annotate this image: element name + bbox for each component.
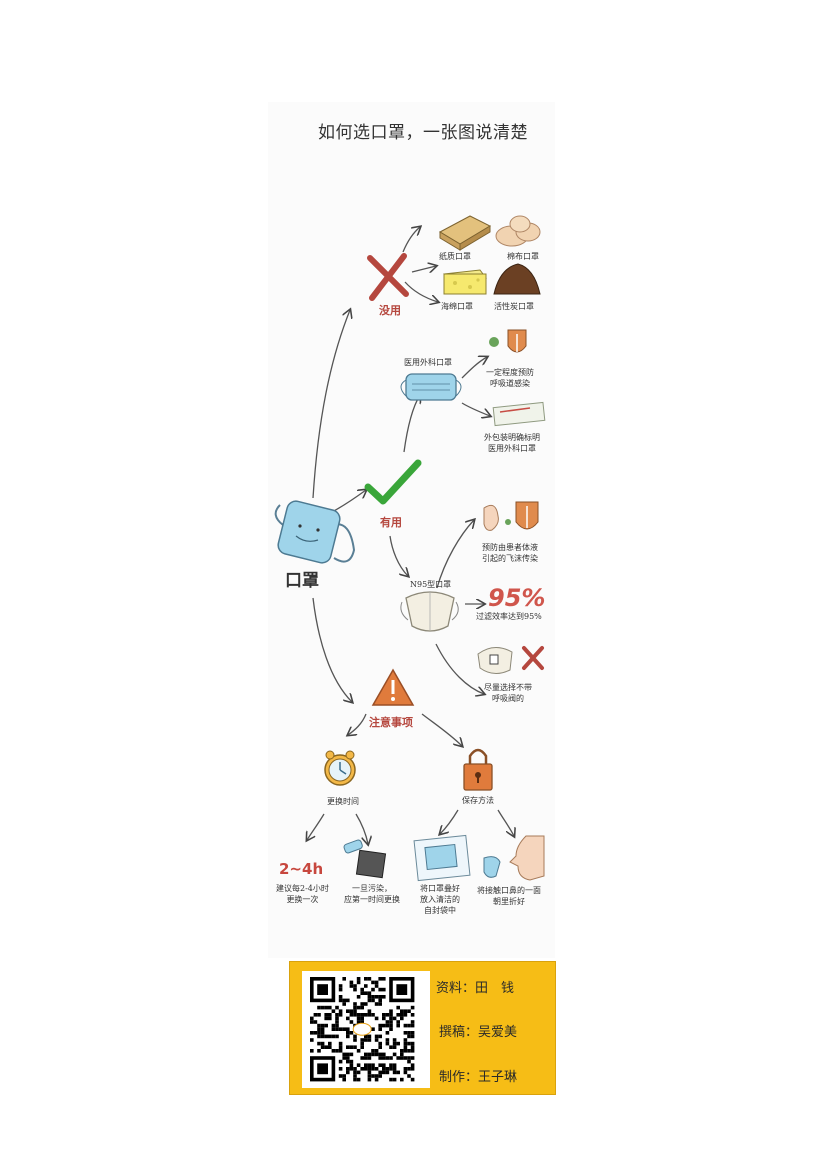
folded-mask-icon <box>483 856 501 878</box>
warning-icon <box>371 668 415 706</box>
medical-mask-label: 医用外科口罩 <box>404 358 452 367</box>
hours-text: 2~4h <box>279 860 324 878</box>
n95-note: 预防由患者体液 引起的飞沫传染 <box>482 543 538 563</box>
cotton-mask-icon <box>495 215 541 247</box>
sponge-mask-icon <box>443 269 487 295</box>
n95-note: 尽量选择不带 呼吸阀的 <box>484 683 532 703</box>
credit-producer: 制作：王子琳 <box>439 1070 518 1085</box>
credit-source: 资料：田 钱 <box>436 981 515 996</box>
paper-mask-icon <box>438 215 492 251</box>
face-shield-icon <box>483 501 539 531</box>
useless-item: 海绵口罩 <box>441 302 473 311</box>
useless-item: 棉布口罩 <box>507 252 539 261</box>
no-valve-cross-icon <box>522 646 544 670</box>
replace-note: 建议每2-4小时 更换一次 <box>276 884 329 904</box>
n95-percent: 95% <box>488 584 546 612</box>
page-title: 如何选口罩，一张图说清楚 <box>318 123 528 143</box>
check-icon <box>364 459 422 505</box>
medical-mask-icon <box>400 373 462 401</box>
medical-note: 一定程度预防 呼吸道感染 <box>486 368 534 388</box>
mask-icon <box>274 500 356 564</box>
qr-code[interactable] <box>302 971 430 1088</box>
zip-bag-icon <box>413 834 471 882</box>
replace-label: 更换时间 <box>327 797 359 806</box>
lock-icon <box>463 748 493 791</box>
useless-item: 活性炭口罩 <box>494 302 534 311</box>
storage-label: 保存方法 <box>462 796 494 805</box>
replace-note: 一旦污染， 应第一时间更换 <box>344 884 400 904</box>
valve-mask-icon <box>477 647 513 674</box>
n95-mask-icon <box>400 591 459 632</box>
credit-writer: 撰稿：吴爱美 <box>439 1025 518 1040</box>
root-label: 口罩 <box>285 571 319 591</box>
n95-note: 过滤效率达到95% <box>476 612 542 621</box>
alarm-clock-icon <box>324 750 356 786</box>
caution-label: 注意事项 <box>369 716 413 729</box>
useless-label: 没用 <box>379 304 401 317</box>
credits-footer: 资料：田 钱 撰稿：吴爱美 制作：王子琳 <box>289 961 556 1095</box>
storage-note: 将接触口鼻的一面 朝里折好 <box>477 886 541 906</box>
virus-shield-icon <box>489 329 527 353</box>
mask-package-icon <box>492 401 546 427</box>
medical-note: 外包装明确标明 医用外科口罩 <box>484 433 540 453</box>
useful-label: 有用 <box>380 516 402 529</box>
trash-bin-icon <box>343 839 387 879</box>
storage-note: 将口罩叠好 放入清洁的 自封袋中 <box>420 884 460 915</box>
cross-icon <box>367 253 409 301</box>
face-profile-icon <box>509 835 545 881</box>
n95-label: N95型口罩 <box>410 580 452 589</box>
useless-item: 纸质口罩 <box>439 252 471 261</box>
qr-code-graphic <box>310 977 415 1082</box>
activated-carbon-icon <box>493 263 541 295</box>
